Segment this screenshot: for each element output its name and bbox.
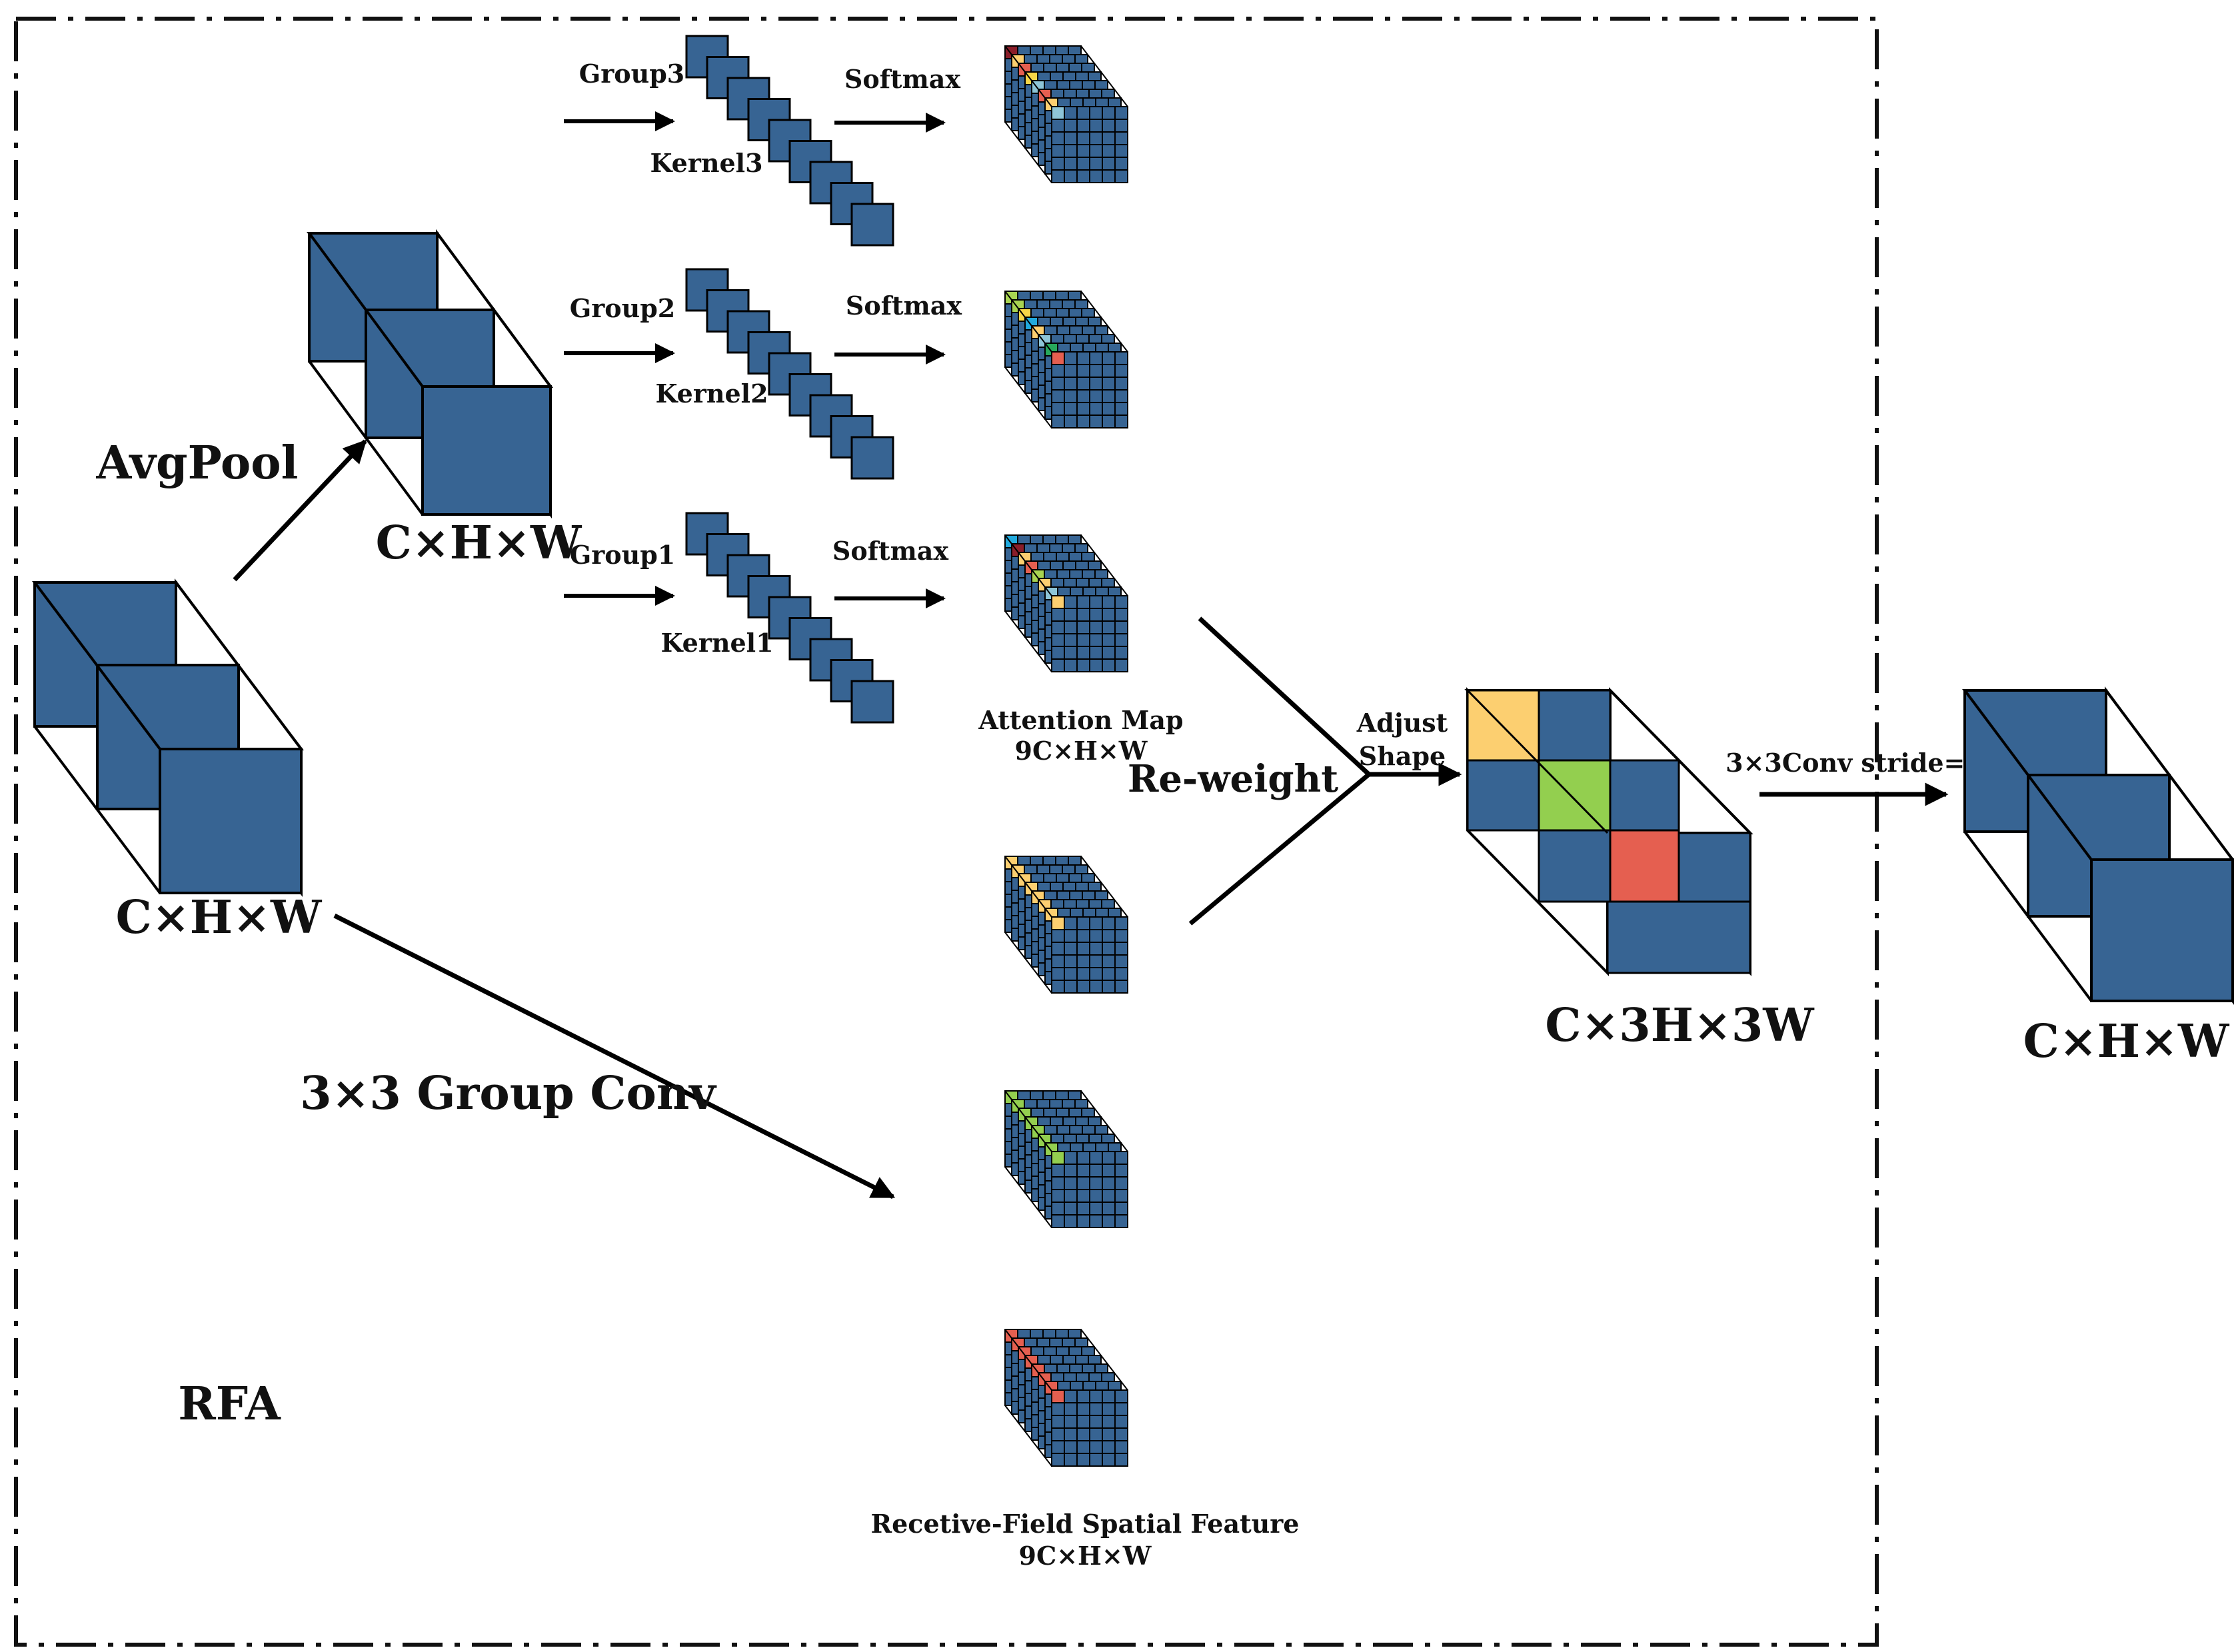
input-tensor: [31, 578, 305, 897]
cube-highlight-cell: [1051, 106, 1065, 120]
cube-highlight-cell: [1051, 1389, 1065, 1403]
pooled-tensor-edge: [308, 360, 424, 516]
cube-highlight-cell: [1051, 595, 1065, 609]
group1-label: Group1: [570, 540, 675, 570]
pooled-tensor-slice: [421, 385, 552, 516]
kernel-square: [850, 680, 894, 724]
cube-edge: [1004, 1166, 1052, 1228]
kernel1-stack: [685, 512, 894, 724]
input-tensor-edge: [33, 725, 161, 894]
expanded-tensor: [1464, 687, 1753, 976]
cube-edge: [1004, 610, 1052, 672]
softmax1-label: Softmax: [832, 536, 949, 566]
expanded-diagonal: [1466, 689, 1609, 834]
group2-label: Group2: [570, 293, 675, 323]
conv-stride-label: 3×3Conv stride=3: [1725, 748, 1983, 778]
kernel3-stack: [685, 35, 894, 247]
cube-edge: [1004, 45, 1052, 107]
attention-shape-label: 9C×H×W: [1015, 736, 1148, 766]
cube-edge: [1004, 1405, 1052, 1467]
pooled-tensor: [307, 229, 553, 519]
avgpool-label: AvgPool: [96, 436, 299, 490]
attention-cube-group1: [1004, 534, 1128, 672]
cube-edge: [1080, 1329, 1128, 1391]
shape-label: Shape: [1359, 741, 1446, 771]
adjust-label: Adjust: [1356, 708, 1448, 738]
cube-highlight-cell: [1051, 916, 1065, 930]
expanded-cell: [1466, 759, 1540, 832]
reweight-label: Re-weight: [1128, 757, 1338, 801]
output-tensor: [1962, 686, 2234, 1006]
expanded-shape-label: C×3H×3W: [1545, 999, 1815, 1052]
cube-edge: [1080, 291, 1128, 353]
attention-cube-group3: [1004, 45, 1128, 183]
cube-edge: [1004, 932, 1052, 994]
rfa-module-border: [14, 17, 1879, 1647]
receptive-cube-orange: [1004, 856, 1128, 994]
softmax2-label: Softmax: [846, 291, 962, 321]
expanded-diagonal: [1466, 829, 1609, 974]
expanded-cell: [1606, 900, 1751, 974]
output-shape-label: C×H×W: [2023, 1015, 2230, 1068]
kernel1-label: Kernel1: [660, 628, 773, 658]
input-tensor-slice: [159, 748, 303, 894]
softmax3-label: Softmax: [844, 64, 961, 94]
expanded-cell: [1538, 759, 1612, 832]
group3-label: Group3: [579, 59, 684, 89]
attention-map-label: Attention Map: [978, 705, 1183, 735]
reweight-line-top: [1198, 616, 1371, 776]
reweight-line-bottom: [1188, 772, 1371, 926]
expanded-cell: [1538, 689, 1612, 762]
avgpool-arrow: [233, 439, 367, 582]
receptive-cube-green: [1004, 1090, 1128, 1228]
output-tensor-edge: [1963, 830, 2093, 1002]
expanded-cell: [1609, 759, 1680, 832]
pooled-shape-label: C×H×W: [376, 516, 582, 570]
cube-edge: [1004, 1329, 1052, 1391]
group-conv-label: 3×3 Group Conv: [300, 1067, 717, 1120]
kernel-square: [850, 203, 894, 247]
cube-edge: [1004, 121, 1052, 183]
cube-highlight-cell: [1051, 1151, 1065, 1165]
receptive-shape-label: 9C×H×W: [1019, 1541, 1152, 1571]
pooled-tensor-edge: [308, 232, 424, 388]
input-shape-label: C×H×W: [116, 891, 323, 944]
cube-highlight-cell: [1051, 351, 1065, 365]
cube-edge: [1004, 291, 1052, 353]
output-tensor-edge: [1963, 689, 2093, 861]
cube-edge: [1080, 1090, 1128, 1152]
input-tensor-edge: [33, 581, 161, 750]
kernel2-stack: [685, 268, 894, 480]
attention-cube-group2: [1004, 291, 1128, 428]
cube-edge: [1080, 534, 1128, 596]
cube-edge: [1004, 1090, 1052, 1152]
cube-edge: [1080, 856, 1128, 918]
receptive-cube-red: [1004, 1329, 1128, 1467]
receptive-feature-label: Recetive-Field Spatial Feature: [871, 1509, 1300, 1539]
rfa-label: RFA: [178, 1377, 281, 1431]
output-tensor-slice: [2090, 858, 2234, 1002]
kernel2-label: Kernel2: [655, 379, 768, 409]
cube-edge: [1004, 856, 1052, 918]
cube-edge: [1004, 534, 1052, 596]
expanded-cell: [1677, 832, 1751, 903]
expanded-cell: [1609, 829, 1680, 903]
cube-edge: [1080, 45, 1128, 107]
expanded-cell: [1538, 829, 1612, 903]
kernel3-label: Kernel3: [650, 148, 762, 178]
group-conv-arrow: [333, 913, 896, 1200]
cube-edge: [1004, 367, 1052, 428]
kernel-square: [850, 436, 894, 480]
